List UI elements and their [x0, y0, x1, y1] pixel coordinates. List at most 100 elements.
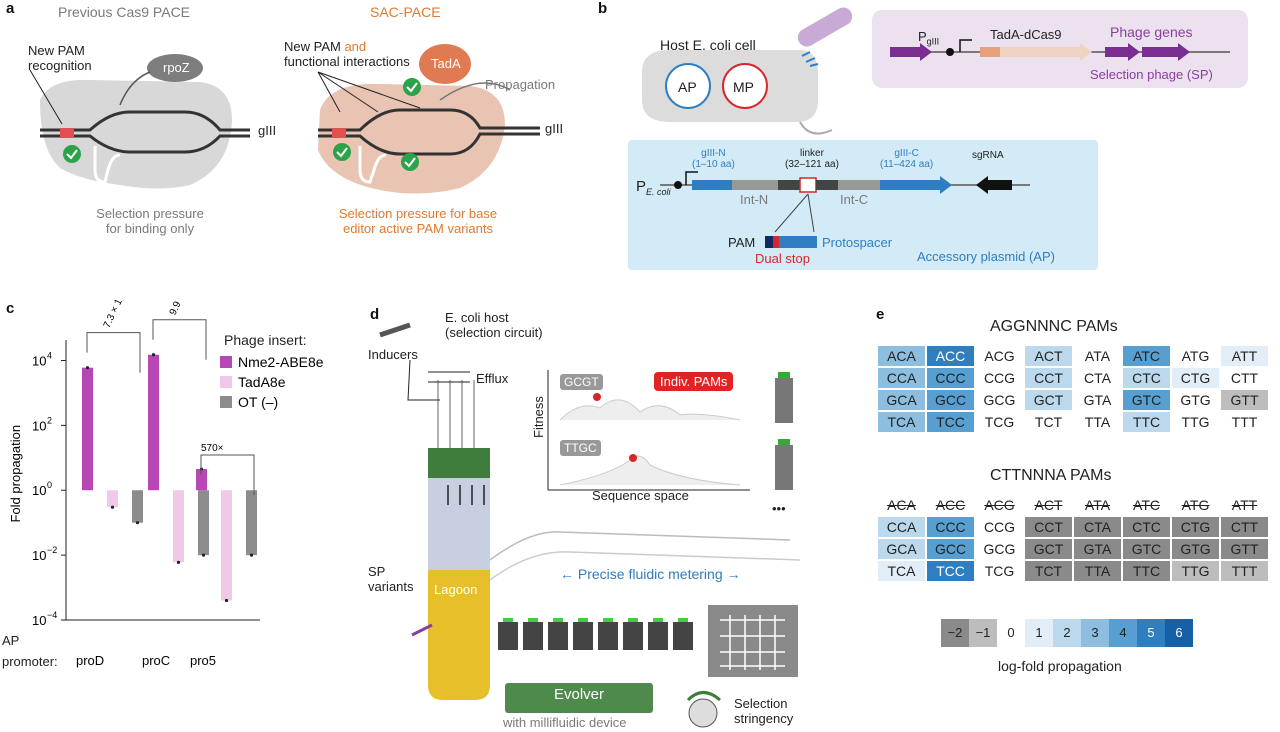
bar-point [151, 353, 156, 357]
x-label-promoter: promoter: [2, 654, 58, 669]
heatmap-cell: CTC [1123, 368, 1170, 388]
heatmap-cell: ATC [1123, 495, 1170, 515]
host-cell-label: Host E. coli cell [660, 37, 756, 53]
left-callout: New PAM recognition [28, 43, 92, 73]
sac-pace-title: SAC-PACE [370, 4, 441, 20]
fold-label: 7.3 × 10 [102, 300, 128, 330]
panel-b-label: b [598, 0, 608, 17]
x-tick-label: pro5 [190, 653, 216, 668]
panel-a-diagram [29, 44, 540, 194]
grid2-title: CTTNNNA PAMs [990, 467, 1112, 484]
heatmap-cell: GCC [927, 390, 974, 410]
p-giii-label: PgIII [918, 29, 940, 47]
sp-variants-label: SP variants [368, 564, 414, 594]
heatmap-cell: CTG [1172, 368, 1219, 388]
scale-swatch: 5 [1137, 619, 1165, 647]
heatmap-cell: TCA [878, 561, 925, 581]
mp-label: MP [733, 79, 754, 95]
pam-label: PAM [728, 235, 756, 250]
bar-point [135, 521, 140, 525]
int-n-label: Int-N [740, 192, 769, 207]
giii-n-label: gIII-N (1–10 aa) [692, 148, 735, 170]
heatmap-cell: ATC [1123, 346, 1170, 366]
propagation-label: Propagation [485, 77, 556, 92]
left-cell-shape [40, 79, 232, 189]
legend-swatch [220, 356, 232, 368]
heatmap-cell: TCA [878, 412, 925, 432]
lagoon-label: Lagoon [434, 582, 478, 597]
heatmap-cell: CTT [1221, 368, 1268, 388]
ttgc-tag: TTGC [560, 440, 601, 456]
heatmap-cell: GCA [878, 539, 925, 559]
heatmap-cell: GTG [1172, 390, 1219, 410]
heatmap-cell: GTA [1074, 390, 1121, 410]
panel-d-diagram [379, 322, 801, 728]
scale-swatch: 2 [1053, 619, 1081, 647]
bar-point [224, 598, 229, 603]
fold-label: 9.9 × 10 [168, 300, 194, 317]
heatmap-cell: CCC [927, 517, 974, 537]
heatmap-cell: ACT [1025, 495, 1072, 515]
scale-swatch: 6 [1165, 619, 1193, 647]
efflux-label: Efflux [476, 371, 509, 386]
gene-right-label: gIII [545, 121, 564, 136]
x-tick-label: proD [76, 653, 104, 668]
heatmap-cell: CCG [976, 517, 1023, 537]
scale-swatch: 1 [1025, 619, 1053, 647]
heatmap-cell: TCG [976, 412, 1023, 432]
fold-label: 570× [201, 443, 224, 454]
scale-swatch: −1 [969, 619, 997, 647]
heatmap-cell: CCT [1025, 517, 1072, 537]
linker-label: linker (32–121 aa) [785, 148, 839, 170]
selection-phage-label: Selection phage (SP) [1090, 67, 1213, 82]
legend-label: TadA8e [238, 374, 286, 390]
bar [196, 469, 207, 491]
legend-label: Nme2-ABE8e [238, 354, 324, 370]
bar [173, 490, 184, 563]
tada-label: TadA [431, 56, 461, 71]
heatmap-cell: GCT [1025, 539, 1072, 559]
heatmap-cell: GTC [1123, 390, 1170, 410]
heatmap-cell: CCA [878, 517, 925, 537]
bracket [152, 319, 207, 360]
heatmap-cell: ACC [927, 495, 974, 515]
heatmap-cell: CTA [1074, 517, 1121, 537]
y-tick-label: 10 [32, 483, 46, 498]
scale-swatch: −2 [941, 619, 969, 647]
heatmap-cell: TTA [1074, 561, 1121, 581]
heatmap-cell: TTT [1221, 412, 1268, 432]
check-icon [401, 153, 419, 171]
bar-point [249, 553, 254, 557]
check-icon [333, 143, 351, 161]
p-ecoli-label: PE. coli [636, 178, 671, 197]
rpoz-bubble [147, 54, 203, 82]
heatmap-cell: ACT [1025, 346, 1072, 366]
gcgt-tag: GCGT [560, 374, 603, 390]
heatmap-cell: CCA [878, 368, 925, 388]
protospacer-label: Protospacer [822, 235, 893, 250]
scale-swatch: 0 [997, 619, 1025, 647]
heatmap-cell: CCC [927, 368, 974, 388]
heatmap-cell: ATG [1172, 346, 1219, 366]
tada-dcas9-label: TadA-dCas9 [990, 27, 1062, 42]
phage-genes-label: Phage genes [1110, 24, 1193, 40]
heatmap-cell: ATT [1221, 495, 1268, 515]
legend-label: OT (–) [238, 394, 278, 410]
heatmap-cell: GCC [927, 539, 974, 559]
y-tick-exponent: 0 [47, 480, 52, 490]
bar [198, 490, 209, 556]
heatmap-cell: CCT [1025, 368, 1072, 388]
bar [246, 490, 257, 556]
rpoz-label: rpoZ [163, 60, 190, 75]
stringency-label: Selection stringency [734, 696, 794, 726]
heatmap-cell: TTT [1221, 561, 1268, 581]
sequence-space-label: Sequence space [592, 488, 689, 503]
x-label-ap: AP [2, 633, 20, 648]
panel-e-label: e [876, 306, 885, 323]
ellipsis-icon: ••• [772, 501, 786, 516]
